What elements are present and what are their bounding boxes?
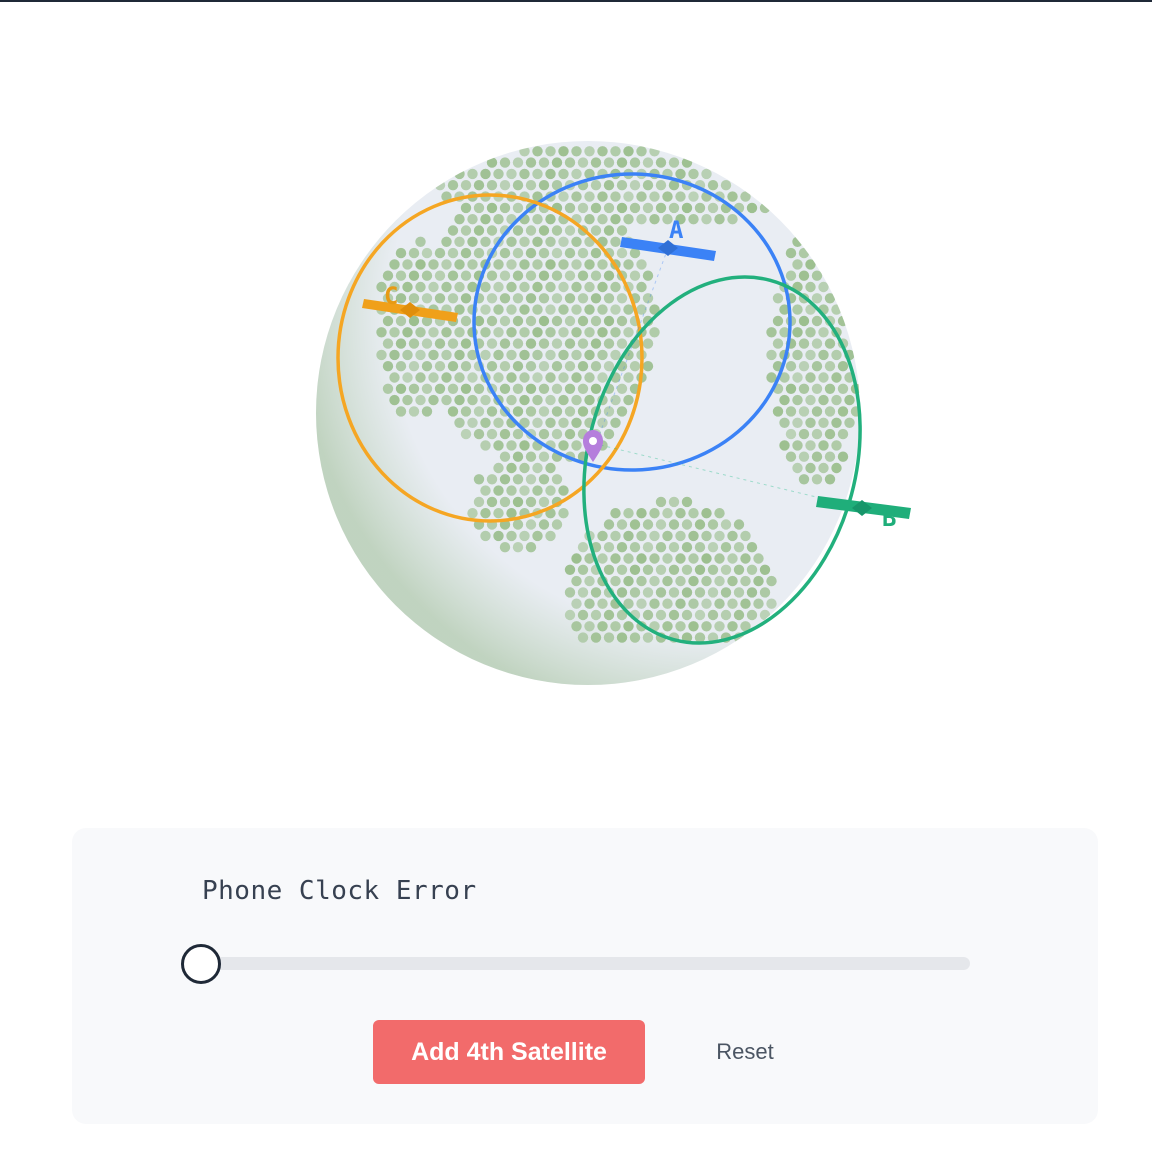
satellite-a[interactable]: A [620,216,716,261]
satellite-label-b: B [882,504,896,532]
globe-svg: A C B [316,141,911,685]
satellite-icon [362,299,458,322]
satellite-b[interactable]: B [816,496,911,532]
globe-rim [316,141,860,685]
satellite-c[interactable]: C [362,282,458,322]
reset-button[interactable]: Reset [700,1030,790,1074]
satellite-icon [620,237,716,261]
coverage-ring-b [582,275,862,645]
add-satellite-button[interactable]: Add 4th Satellite [373,1020,645,1084]
globe-scene[interactable]: A C B [0,0,1152,800]
satellite-label-c: C [384,282,398,310]
clock-error-slider-track[interactable] [200,957,970,970]
top-divider [0,0,1152,2]
satellite-label-a: A [669,216,684,244]
clock-error-label: Phone Clock Error [202,876,477,906]
location-pin-icon[interactable] [583,430,603,462]
coverage-ring-c [336,193,644,523]
clock-error-slider-thumb[interactable] [181,944,221,984]
satellite-icon [816,496,911,519]
coverage-ring-a [472,172,792,472]
